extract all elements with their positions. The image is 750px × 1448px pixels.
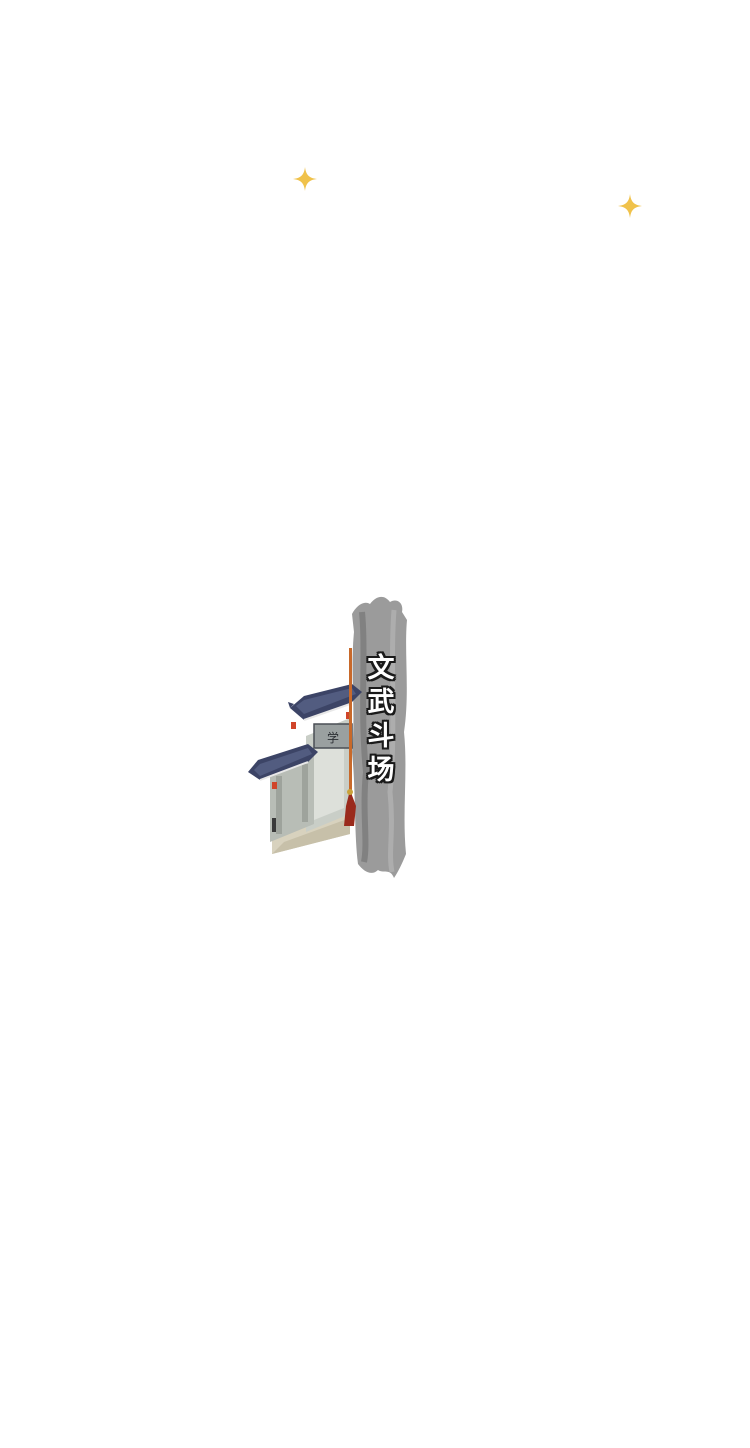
title-char: 斗: [367, 721, 395, 752]
location-title[interactable]: 文 武 斗 场: [356, 652, 406, 788]
title-char: 文: [367, 653, 395, 684]
arena-location[interactable]: 学: [244, 592, 420, 882]
title-char: 武: [367, 687, 395, 718]
sparkle-icon: [292, 166, 318, 192]
title-char: 场: [367, 755, 395, 786]
sparkle-icon: [617, 193, 643, 219]
gate-plaque-text: 学: [327, 730, 339, 745]
